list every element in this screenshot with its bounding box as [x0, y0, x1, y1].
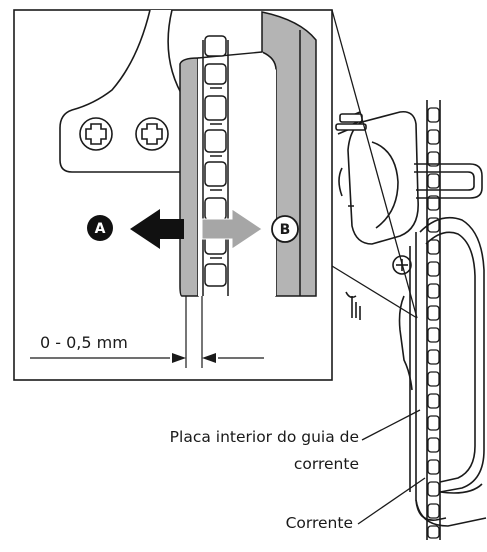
chain-detail: [202, 40, 229, 296]
label-leader-lines: [357, 409, 426, 525]
derailleur-full-view: [335, 100, 487, 540]
marker-a-badge: A: [87, 215, 113, 241]
inner-plate-gray-band: [179, 57, 199, 297]
svg-text:A: A: [95, 221, 106, 237]
marker-b-badge: B: [271, 215, 299, 243]
dimension-label: 0 - 0,5 mm: [40, 333, 128, 352]
zoom-connector-lines: [331, 9, 418, 319]
outer-cage-plate: [419, 216, 485, 494]
derailleur-arm: [414, 163, 483, 199]
inner-chain-guide-plate: [345, 232, 447, 521]
dimension-arrow-left: [172, 353, 186, 363]
arrow-b: [201, 208, 263, 250]
chain-label: Corrente: [285, 514, 353, 532]
screw-icon-left: [79, 117, 113, 151]
dimension-arrow-right: [202, 353, 216, 363]
inner-plate-label-line2: corrente: [293, 455, 359, 473]
svg-text:B: B: [280, 222, 291, 238]
derailleur-mount: [335, 110, 419, 245]
detail-inset: A B: [13, 9, 333, 381]
inner-plate-label-line1: Placa interior do guia de: [169, 428, 359, 446]
inner-plate-label: Placa interior do guia de corrente: [170, 424, 359, 478]
chain-right: [426, 100, 441, 540]
dimension-extension-lines: [30, 296, 264, 368]
screw-icon-right: [135, 117, 169, 151]
arrow-a: [130, 209, 184, 249]
